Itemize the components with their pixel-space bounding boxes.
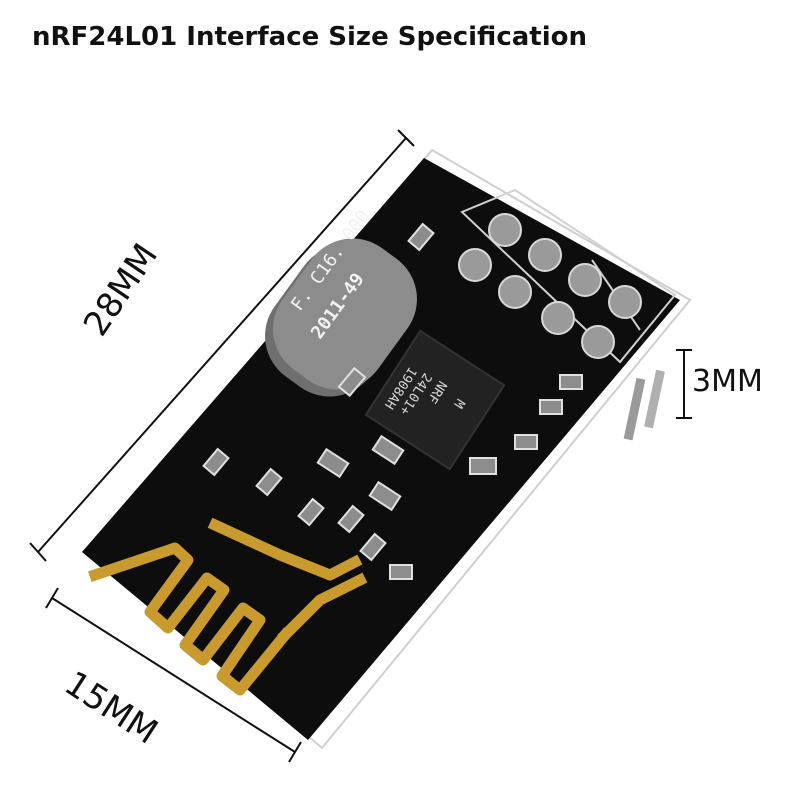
page-title: nRF24L01 Interface Size Specification [32,22,587,52]
pin-header [458,188,677,364]
antenna-trace [88,517,368,696]
smd-components [202,222,583,580]
length-dimension-line [29,129,415,562]
width-dimension-line [45,587,302,763]
pin-height-dimension-line [676,349,692,419]
nrf-chip: NRF 24L01+ 1908AH M [364,329,506,471]
header-pins [623,369,665,441]
pin-height-dimension-label: 3MM [692,364,763,399]
